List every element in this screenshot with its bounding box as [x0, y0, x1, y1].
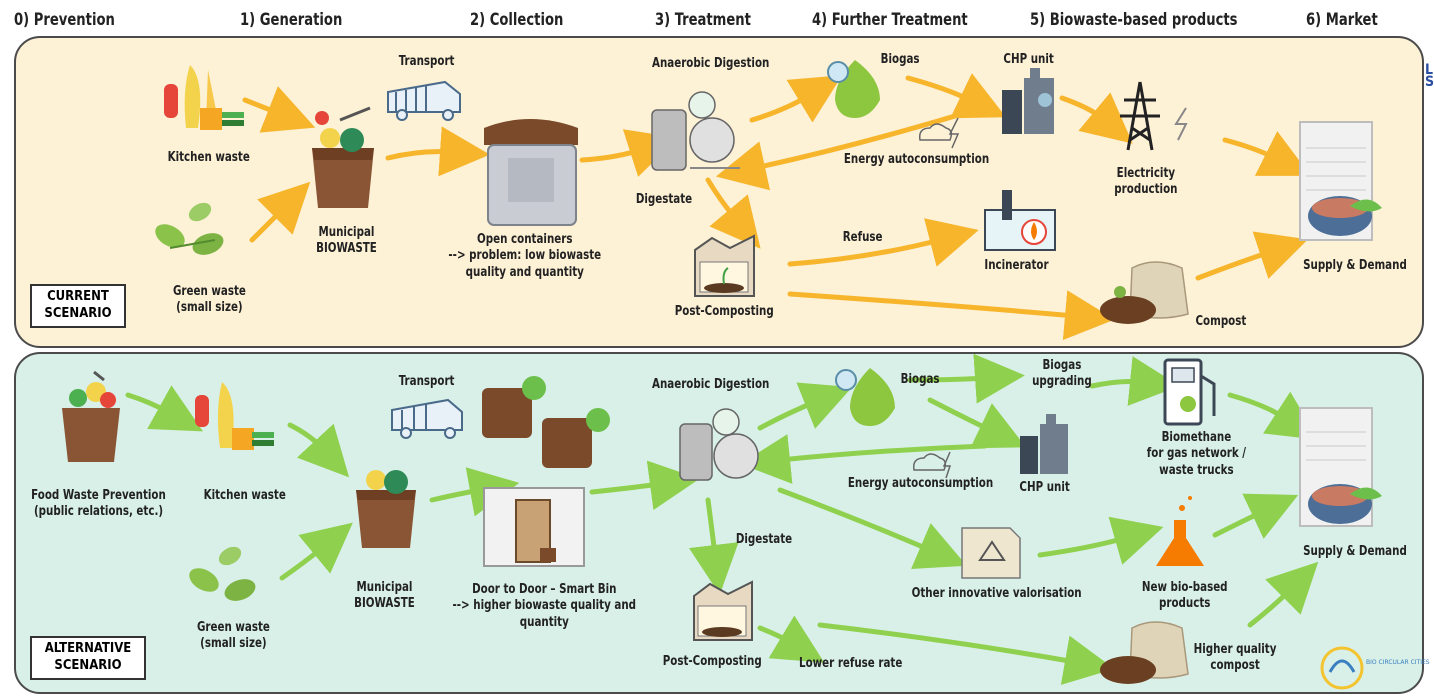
- current-arrows: [242, 73, 1311, 341]
- flask-icon: [1156, 496, 1204, 566]
- truck-icon: [387, 80, 461, 121]
- truck-alt-icon: [391, 398, 463, 439]
- current-anaerobic-label: Anaerobic Digestion: [652, 56, 770, 71]
- header-generation: 1) Generation: [240, 10, 343, 30]
- smart-bins-icon: [482, 376, 610, 468]
- chp-unit-alt-icon: [1020, 414, 1068, 474]
- current-supply-label: Supply & Demand: [1303, 258, 1407, 273]
- current-compost-label: Compost: [1195, 314, 1247, 329]
- current-refuse-label: Refuse: [842, 230, 883, 245]
- biogas-flame-icon: [827, 60, 880, 118]
- electricity-tower-icon: [1120, 81, 1188, 151]
- current-post-composting-label: Post-Composting: [674, 304, 774, 319]
- energy-cloud-alt-icon: [912, 451, 952, 479]
- chp-unit-icon: [1002, 68, 1054, 134]
- alt-kitchen-waste-label: Kitchen waste: [203, 488, 286, 503]
- post-composting-icon: [694, 234, 755, 297]
- alt-other-valorisation-label: Other innovative valorisation: [911, 586, 1082, 601]
- header-collection: 2) Collection: [470, 10, 564, 30]
- header-treatment: 3) Treatment: [655, 10, 751, 30]
- bio-circular-cities-logo: BIO CIRCULAR CITIES: [1320, 646, 1430, 690]
- door-icon: [483, 487, 585, 567]
- alt-food-prevention-label: Food Waste Prevention (public relations,…: [31, 488, 166, 520]
- alt-municipal-label: Municipal BIOWASTE: [354, 580, 415, 612]
- alternative-arrows: [125, 353, 1319, 685]
- kitchen-waste-alt-icon: [195, 382, 274, 450]
- market-sheet-icon: [1299, 121, 1382, 241]
- current-municipal-label: Municipal BIOWASTE: [316, 225, 377, 257]
- container-icon: [484, 119, 578, 226]
- digester-icon: [651, 91, 740, 171]
- alt-biogas-upgrading-label: Biogas upgrading: [1032, 358, 1092, 390]
- energy-cloud-icon: [918, 117, 960, 149]
- alt-biogas-label: Biogas: [900, 372, 940, 387]
- kitchen-waste-icon: [164, 65, 244, 130]
- alt-digestate-label: Digestate: [735, 532, 793, 547]
- alt-post-composting-label: Post-Composting: [662, 654, 762, 669]
- current-biogas-label: Biogas: [880, 52, 920, 67]
- alt-biomethane-label: Biomethane for gas network / waste truck…: [1146, 430, 1247, 478]
- alt-door-to-door-label: Door to Door – Smart Bin --> higher biow…: [452, 582, 637, 630]
- current-scenario-badge: CURRENT SCENARIO: [30, 284, 126, 328]
- alternative-scenario-badge: ALTERNATIVE SCENARIO: [30, 636, 146, 680]
- green-leaves-alt-icon: [189, 546, 256, 601]
- post-composting-alt-icon: [693, 580, 753, 641]
- food-prevention-bucket-icon: [62, 370, 120, 462]
- fuel-pump-icon: [1163, 358, 1216, 426]
- header-prevention: 0) Prevention: [14, 10, 115, 30]
- recycle-icon: [961, 527, 1021, 579]
- current-energy-auto-label: Energy autoconsumption: [843, 152, 990, 167]
- alt-transport-label: Transport: [398, 374, 455, 389]
- current-electricity-label: Electricity production: [1114, 166, 1178, 198]
- alt-anaerobic-label: Anaerobic Digestion: [652, 377, 770, 392]
- alt-chp-label: CHP unit: [1019, 480, 1070, 495]
- alt-energy-auto-label: Energy autoconsumption: [847, 476, 994, 491]
- header-further-treatment: 4) Further Treatment: [812, 10, 968, 30]
- header-biowaste-products: 5) Biowaste-based products: [1030, 10, 1238, 30]
- svg-text:BIO CIRCULAR CITIES: BIO CIRCULAR CITIES: [1366, 659, 1430, 666]
- current-open-containers-label: Open containers --> problem: low biowast…: [448, 232, 602, 280]
- alt-supply-label: Supply & Demand: [1303, 544, 1407, 559]
- compost-sack-icon: [1100, 261, 1189, 324]
- bucket-alt-icon: [356, 470, 416, 548]
- alt-green-waste-label: Green waste (small size): [196, 620, 270, 652]
- header-market: 6) Market: [1306, 10, 1378, 30]
- incinerator-icon: [984, 190, 1056, 251]
- current-transport-label: Transport: [398, 54, 455, 69]
- current-green-waste-label: Green waste (small size): [172, 284, 246, 316]
- current-digestate-label: Digestate: [635, 192, 693, 207]
- digester-alt-icon: [679, 408, 759, 481]
- alt-higher-compost-label: Higher quality compost: [1193, 642, 1277, 674]
- biogas-flame-alt-icon: [835, 368, 895, 426]
- alt-new-biobased-label: New bio-based products: [1141, 580, 1228, 612]
- alt-lower-refuse-label: Lower refuse rate: [799, 656, 903, 671]
- compost-sack-alt-icon: [1100, 621, 1189, 684]
- bucket-icon: [312, 106, 374, 208]
- current-chp-label: CHP unit: [1003, 52, 1054, 67]
- green-leaves-icon: [155, 202, 224, 255]
- current-incinerator-label: Incinerator: [984, 258, 1049, 273]
- market-sheet-alt-icon: [1299, 407, 1382, 527]
- current-kitchen-waste-label: Kitchen waste: [167, 150, 250, 165]
